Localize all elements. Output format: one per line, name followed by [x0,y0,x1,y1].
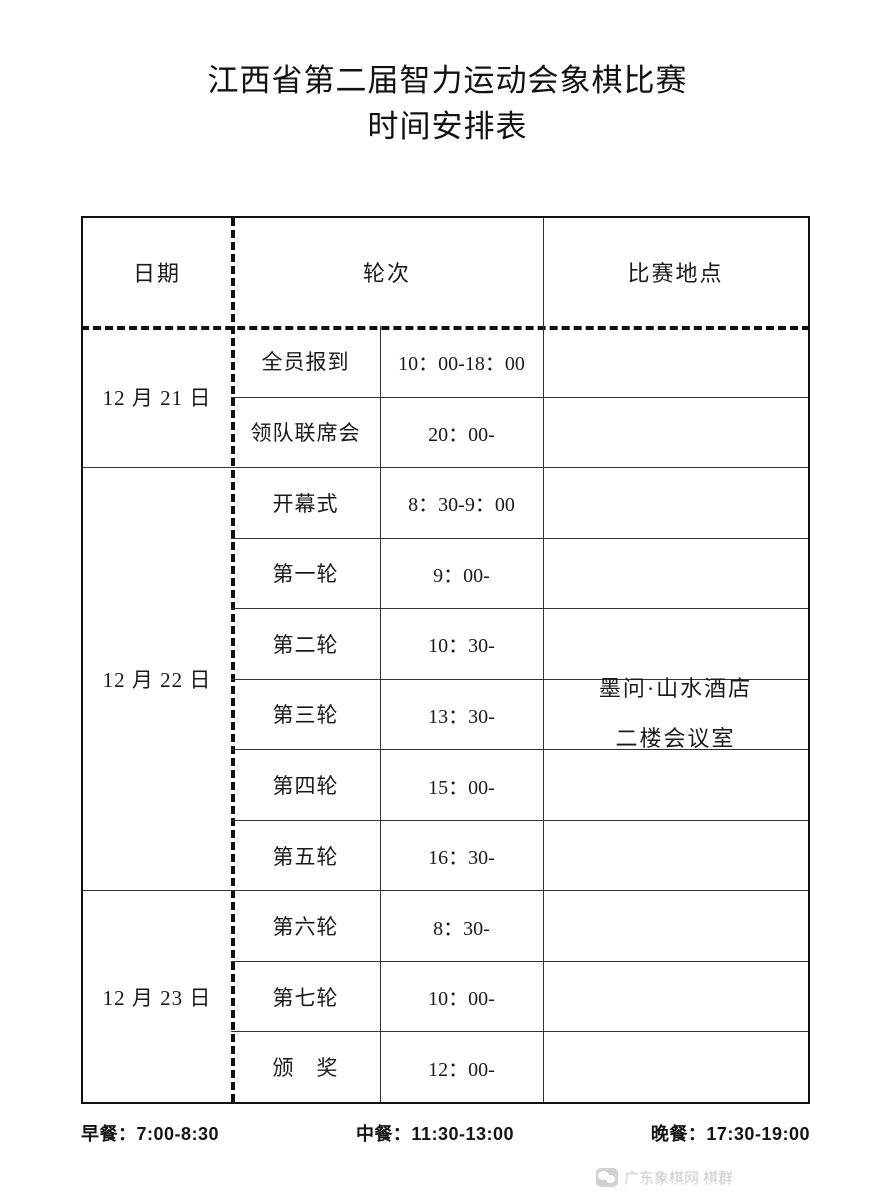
round-name-cell: 全员报到 [261,350,350,375]
round-name-cell: 第三轮 [272,703,339,728]
date-cell: 12 月 21 日 [102,385,212,410]
table-row: 第七轮 10：00- [231,960,808,1032]
watermark: 广东象棋网 棋群 [596,1167,733,1188]
table-header-row: 日期 轮次 比赛地点 [83,218,808,326]
schedule-table: 日期 轮次 比赛地点 全员报到 10：00-18：00 领队联席会 20：00- 开幕式… [81,216,810,1104]
round-name-cell: 第五轮 [272,844,339,869]
date-cell: 12 月 23 日 [83,890,231,1102]
table-row: 领队联席会 20：00- [231,396,808,468]
round-time-cell: 9：00- [433,564,490,587]
table-row: 第六轮 8：30- [231,890,808,961]
table-row: 颁 奖 12：00- [231,1031,808,1102]
title-line-1: 江西省第二届智力运动会象棋比赛 [207,63,688,99]
table-row: 第三轮 13：30- [231,678,808,750]
venue-line-2: 二楼会议室 [615,726,736,751]
column-divider-time [380,326,381,1102]
round-time-cell: 8：30- [433,917,490,940]
table-row: 开幕式 8：30-9：00 [231,467,808,538]
column-header-venue: 比赛地点 [627,261,724,286]
round-name-cell: 第一轮 [272,562,339,587]
round-name-cell: 第二轮 [272,632,339,657]
table-row: 第五轮 16：30- [231,819,808,891]
round-name-cell: 领队联席会 [250,421,361,446]
column-divider-venue [543,218,544,1102]
round-time-cell: 10：30- [428,635,495,658]
table-body: 全员报到 10：00-18：00 领队联席会 20：00- 开幕式 8：30-9：00 第一… [83,326,808,1102]
round-name-cell: 第六轮 [272,915,339,940]
round-time-cell: 20：00- [428,423,495,446]
column-divider-date [231,218,235,1102]
round-time-cell: 10：00-18：00 [398,352,525,375]
page-title: 江西省第二届智力运动会象棋比赛 时间安排表 [0,58,895,150]
round-time-cell: 12：00- [428,1058,495,1081]
round-name-cell: 第四轮 [272,774,339,799]
date-cell: 12 月 22 日 [83,467,231,890]
venue-line-1: 墨问·山水酒店 [598,676,753,701]
round-time-cell: 13：30- [428,705,495,728]
wechat-icon [596,1168,618,1187]
meal-dinner: 晚餐：17:30-19:00 [650,1124,810,1144]
table-row: 第二轮 10：30- [231,608,808,679]
table-row: 第四轮 15：00- [231,749,808,820]
round-name-cell: 开幕式 [272,491,339,516]
table-row: 第一轮 9：00- [231,537,808,609]
table-row: 全员报到 10：00-18：00 [231,326,808,397]
watermark-text: 广东象棋网 棋群 [624,1170,734,1187]
meal-lunch: 中餐：11:30-13:00 [355,1124,515,1144]
column-header-date: 日期 [132,261,181,286]
venue-cell: 墨问·山水酒店 二楼会议室 [543,326,808,1102]
round-time-cell: 15：00- [428,776,495,799]
round-name-cell: 颁 奖 [272,1056,339,1081]
round-time-cell: 16：30- [428,847,495,870]
round-time-cell: 8：30-9：00 [408,494,515,517]
round-name-cell: 第七轮 [272,985,339,1010]
round-time-cell: 10：00- [428,988,495,1011]
title-line-2: 时间安排表 [367,109,528,145]
meal-breakfast: 早餐：7:00-8:30 [81,1124,220,1144]
column-header-round: 轮次 [362,261,411,286]
meal-times-footer: 早餐：7:00-8:30 中餐：11:30-13:00 晚餐：17:30-19:… [81,1120,810,1146]
header-divider-dashed [81,326,810,330]
